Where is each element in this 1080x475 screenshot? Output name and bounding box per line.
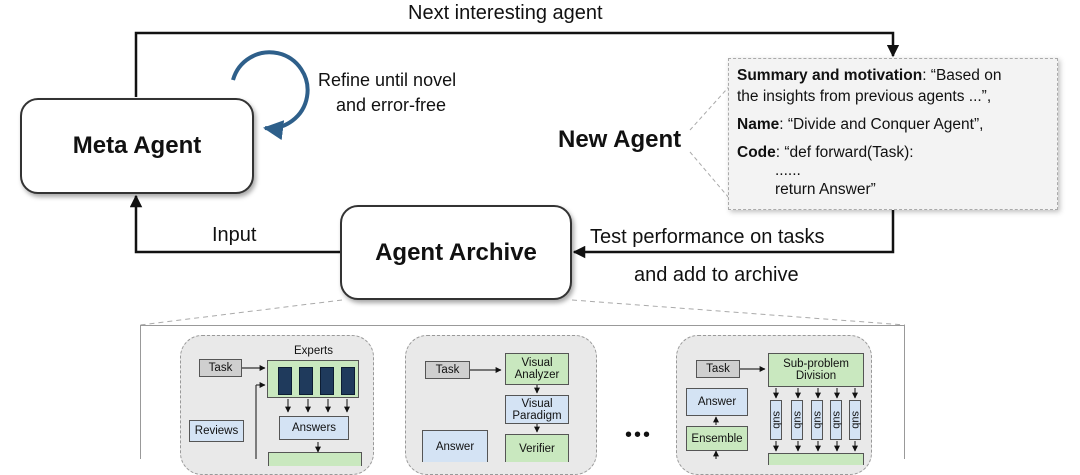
zoom-line-left — [139, 299, 343, 326]
input-arrow — [129, 194, 340, 254]
expert-block-3 — [320, 367, 334, 395]
code-row: Code: “def forward(Task): — [737, 142, 1049, 163]
panel1-task-text: Task — [208, 362, 233, 374]
name-key: Name — [737, 116, 780, 133]
add-to-archive-label: and add to archive — [634, 264, 799, 286]
ensemble-text: Ensemble — [691, 432, 743, 445]
agent-archive-text: Agent Archive — [375, 238, 537, 266]
callout-line-top — [689, 79, 736, 131]
archive-panel-1[interactable] — [180, 335, 374, 475]
refine-label-line2: and error-free — [336, 95, 447, 115]
sub-box-1[interactable]: sub — [770, 400, 783, 440]
sub-problem-division-text: Sub-problem Division — [783, 358, 849, 382]
panel2-connectors — [470, 367, 540, 433]
visual-analyzer-text: Visual Analyzer — [514, 357, 560, 381]
panel3-answer-box[interactable]: Answer — [686, 388, 748, 416]
sub-text-5: sub — [849, 411, 862, 429]
panel1-connectors — [242, 365, 350, 459]
panel3-task-box[interactable]: Task — [696, 360, 740, 378]
sub-box-4[interactable]: sub — [830, 400, 843, 440]
panel3-task-text: Task — [706, 363, 730, 375]
code-line-3: return Answer” — [775, 181, 876, 198]
summary-value-1: : “Based on — [922, 67, 1002, 84]
name-value: : “Divide and Conquer Agent”, — [779, 116, 984, 133]
verifier-box[interactable]: Verifier — [505, 434, 569, 462]
panel2-task-text: Task — [435, 364, 460, 376]
new-agent-label: New Agent — [558, 126, 682, 153]
answers-text: Answers — [291, 422, 337, 434]
code-line-2: ...... — [775, 162, 801, 179]
connector-layer — [129, 31, 906, 326]
panel1-task-box[interactable]: Task — [199, 359, 242, 377]
expert-block-4 — [341, 367, 355, 395]
expert-block-1 — [278, 367, 292, 395]
refine-label-line1: Refine until novel — [318, 70, 457, 90]
sub-box-3[interactable]: sub — [811, 400, 824, 440]
zoom-line-right — [571, 299, 906, 326]
panel2-answer-text: Answer — [435, 440, 475, 453]
reviews-box[interactable]: Reviews — [189, 420, 244, 442]
next-agent-arrow — [134, 31, 900, 97]
expert-block-2 — [299, 367, 313, 395]
panel2-task-box[interactable]: Task — [425, 361, 470, 379]
visual-analyzer-box[interactable]: Visual Analyzer — [505, 353, 569, 385]
sub-text-4: sub — [830, 411, 843, 429]
sub-text-2: sub — [791, 411, 804, 429]
diagram-stage: Next interesting agent Refine until nove… — [20, 2, 1058, 475]
new-agent-card: Summary and motivation: “Based on the in… — [728, 58, 1058, 210]
panel2-answer-box[interactable]: Answer — [422, 430, 488, 462]
meta-agent-text: Meta Agent — [72, 132, 202, 159]
meta-agent-node[interactable]: Meta Agent — [20, 98, 254, 194]
summary-row: Summary and motivation: “Based on — [737, 65, 1049, 86]
panel3-answer-text: Answer — [697, 396, 737, 408]
code-key: Code — [737, 144, 776, 161]
experts-label: Experts — [294, 345, 333, 357]
summary-key: Summary and motivation — [737, 67, 923, 84]
sub-box-2[interactable]: sub — [791, 400, 804, 440]
sub-problem-division-box[interactable]: Sub-problem Division — [768, 353, 864, 387]
circular-arrow-icon — [231, 50, 310, 141]
sub-box-5[interactable]: sub — [849, 400, 862, 440]
answers-box[interactable]: Answers — [279, 416, 349, 440]
test-performance-label: Test performance on tasks — [590, 226, 825, 248]
visual-paradigm-text: Visual Paradigm — [512, 397, 562, 422]
agent-archive-node[interactable]: Agent Archive — [340, 205, 572, 300]
panel3-connectors — [713, 366, 858, 459]
next-agent-label: Next interesting agent — [408, 2, 603, 24]
verifier-text: Verifier — [519, 442, 555, 455]
visual-paradigm-box[interactable]: Visual Paradigm — [505, 395, 569, 424]
input-label: Input — [212, 224, 257, 246]
reviews-text: Reviews — [194, 425, 239, 437]
callout-line-bottom — [689, 151, 736, 206]
ensemble-box[interactable]: Ensemble — [686, 426, 748, 451]
sub-text-3: sub — [811, 411, 824, 429]
archive-zoom-frame — [140, 325, 905, 459]
ellipsis: ••• — [625, 424, 653, 446]
sub-text-1: sub — [770, 411, 783, 429]
panel3-bottom-box — [768, 453, 864, 465]
test-performance-arrow — [572, 210, 895, 259]
summary-row-2: the insights from previous agents ...”, — [737, 88, 992, 105]
code-value: : “def forward(Task): — [775, 144, 914, 161]
name-row: Name: “Divide and Conquer Agent”, — [737, 114, 1049, 135]
